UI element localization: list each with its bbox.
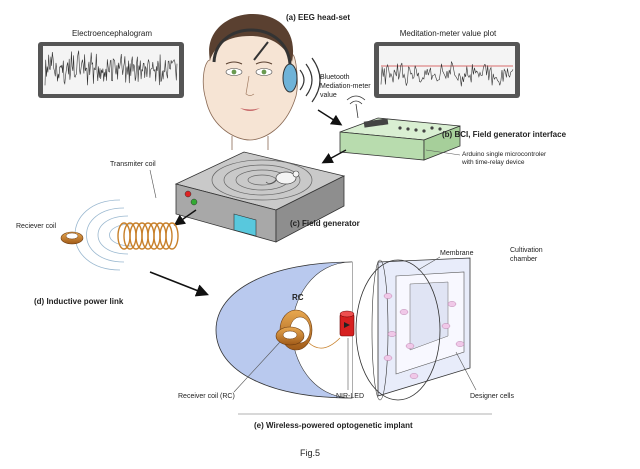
field-generator-label: (c) Field generator <box>290 219 360 228</box>
cultivation-label-2: chamber <box>510 256 538 263</box>
designer-cells-label: Designer cells <box>470 393 514 400</box>
arrow-generator-to-coil <box>173 209 197 226</box>
bci-board <box>339 95 461 161</box>
eeg-signal-trace <box>44 50 178 86</box>
bci-wifi-icon <box>346 95 366 105</box>
arduino-label-2: with time-relay device <box>461 159 525 166</box>
bluetooth-waves-icon <box>299 57 321 103</box>
meditation-monitor-title: Meditation-meter value plot <box>400 29 497 38</box>
transmitter-coil-icon <box>117 222 179 250</box>
receiver-coil-rc-icon <box>275 309 313 351</box>
cultivation-chamber <box>355 257 471 401</box>
bluetooth-label-3: value <box>320 92 337 99</box>
designer-cell <box>447 301 457 307</box>
arrow-head-to-bci <box>317 109 343 126</box>
generator-red-led <box>184 190 192 198</box>
designer-cell <box>399 309 409 315</box>
nir-led-icon <box>339 310 355 337</box>
headset-band <box>212 28 292 65</box>
designer-cell <box>387 331 397 337</box>
implant <box>215 257 471 401</box>
bci-chip <box>363 118 389 128</box>
receiver-coil-rc-label: Receiver coil (RC) <box>178 393 235 400</box>
meditation-monitor-screen <box>379 46 515 94</box>
arrow-link-to-implant <box>149 271 209 297</box>
generator-display <box>233 213 257 237</box>
inductive-link <box>60 199 179 271</box>
designer-cell <box>409 373 419 379</box>
hair <box>209 14 294 62</box>
designer-cells-group <box>383 293 465 379</box>
meditation-monitor: Meditation-meter value plot <box>374 29 520 98</box>
mouse-icon <box>265 170 300 185</box>
left-eye <box>231 69 237 75</box>
nose <box>245 75 255 96</box>
bci-label: (b) BCI, Field generator interface <box>442 130 567 139</box>
eeg-monitor: Electroencephalogram <box>38 29 184 98</box>
nir-led-label: NIR-LED <box>336 393 364 400</box>
transmitter-coil-label: Transmiter coil <box>110 161 156 168</box>
receiver-coil-label: Reciever coil <box>16 223 57 230</box>
lips <box>240 108 260 111</box>
cultivation-label-1: Cultivation <box>510 247 543 254</box>
eeg-monitor-title: Electroencephalogram <box>72 29 152 38</box>
arduino-label-1: Arduino single microcontroler <box>462 151 547 158</box>
inductive-link-label: (d) Inductive power link <box>34 297 124 306</box>
designer-cell <box>383 293 393 299</box>
receiver-coil-small-icon <box>60 231 84 245</box>
membrane-label: Membrane <box>440 250 474 257</box>
generator-green-led <box>190 198 198 206</box>
designer-cell <box>383 355 393 361</box>
bci-antenna <box>355 103 359 119</box>
generator-side <box>275 175 345 243</box>
field-generator <box>174 151 346 243</box>
eeg-headset-label: (a) EEG head-set <box>286 13 350 22</box>
designer-cell <box>441 323 451 329</box>
headset-sensor-arm <box>253 41 269 61</box>
rc-wire <box>307 337 341 349</box>
designer-cell <box>405 343 415 349</box>
bluetooth-label-2: Mediation-meter <box>320 83 371 90</box>
designer-cell <box>455 341 465 347</box>
meditation-signal-trace <box>380 60 514 87</box>
eeg-head-illustration <box>202 14 321 150</box>
right-eye <box>261 69 267 75</box>
implant-label: (e) Wireless-powered optogenetic implant <box>254 421 413 430</box>
figure-caption: Fig.5 <box>300 448 320 458</box>
membrane-ring <box>355 259 441 401</box>
rc-label: RC <box>292 293 304 302</box>
bluetooth-label-1: Bluetooth <box>320 74 350 81</box>
headset-earpiece <box>282 63 298 93</box>
arrow-bci-to-generator <box>321 149 347 164</box>
